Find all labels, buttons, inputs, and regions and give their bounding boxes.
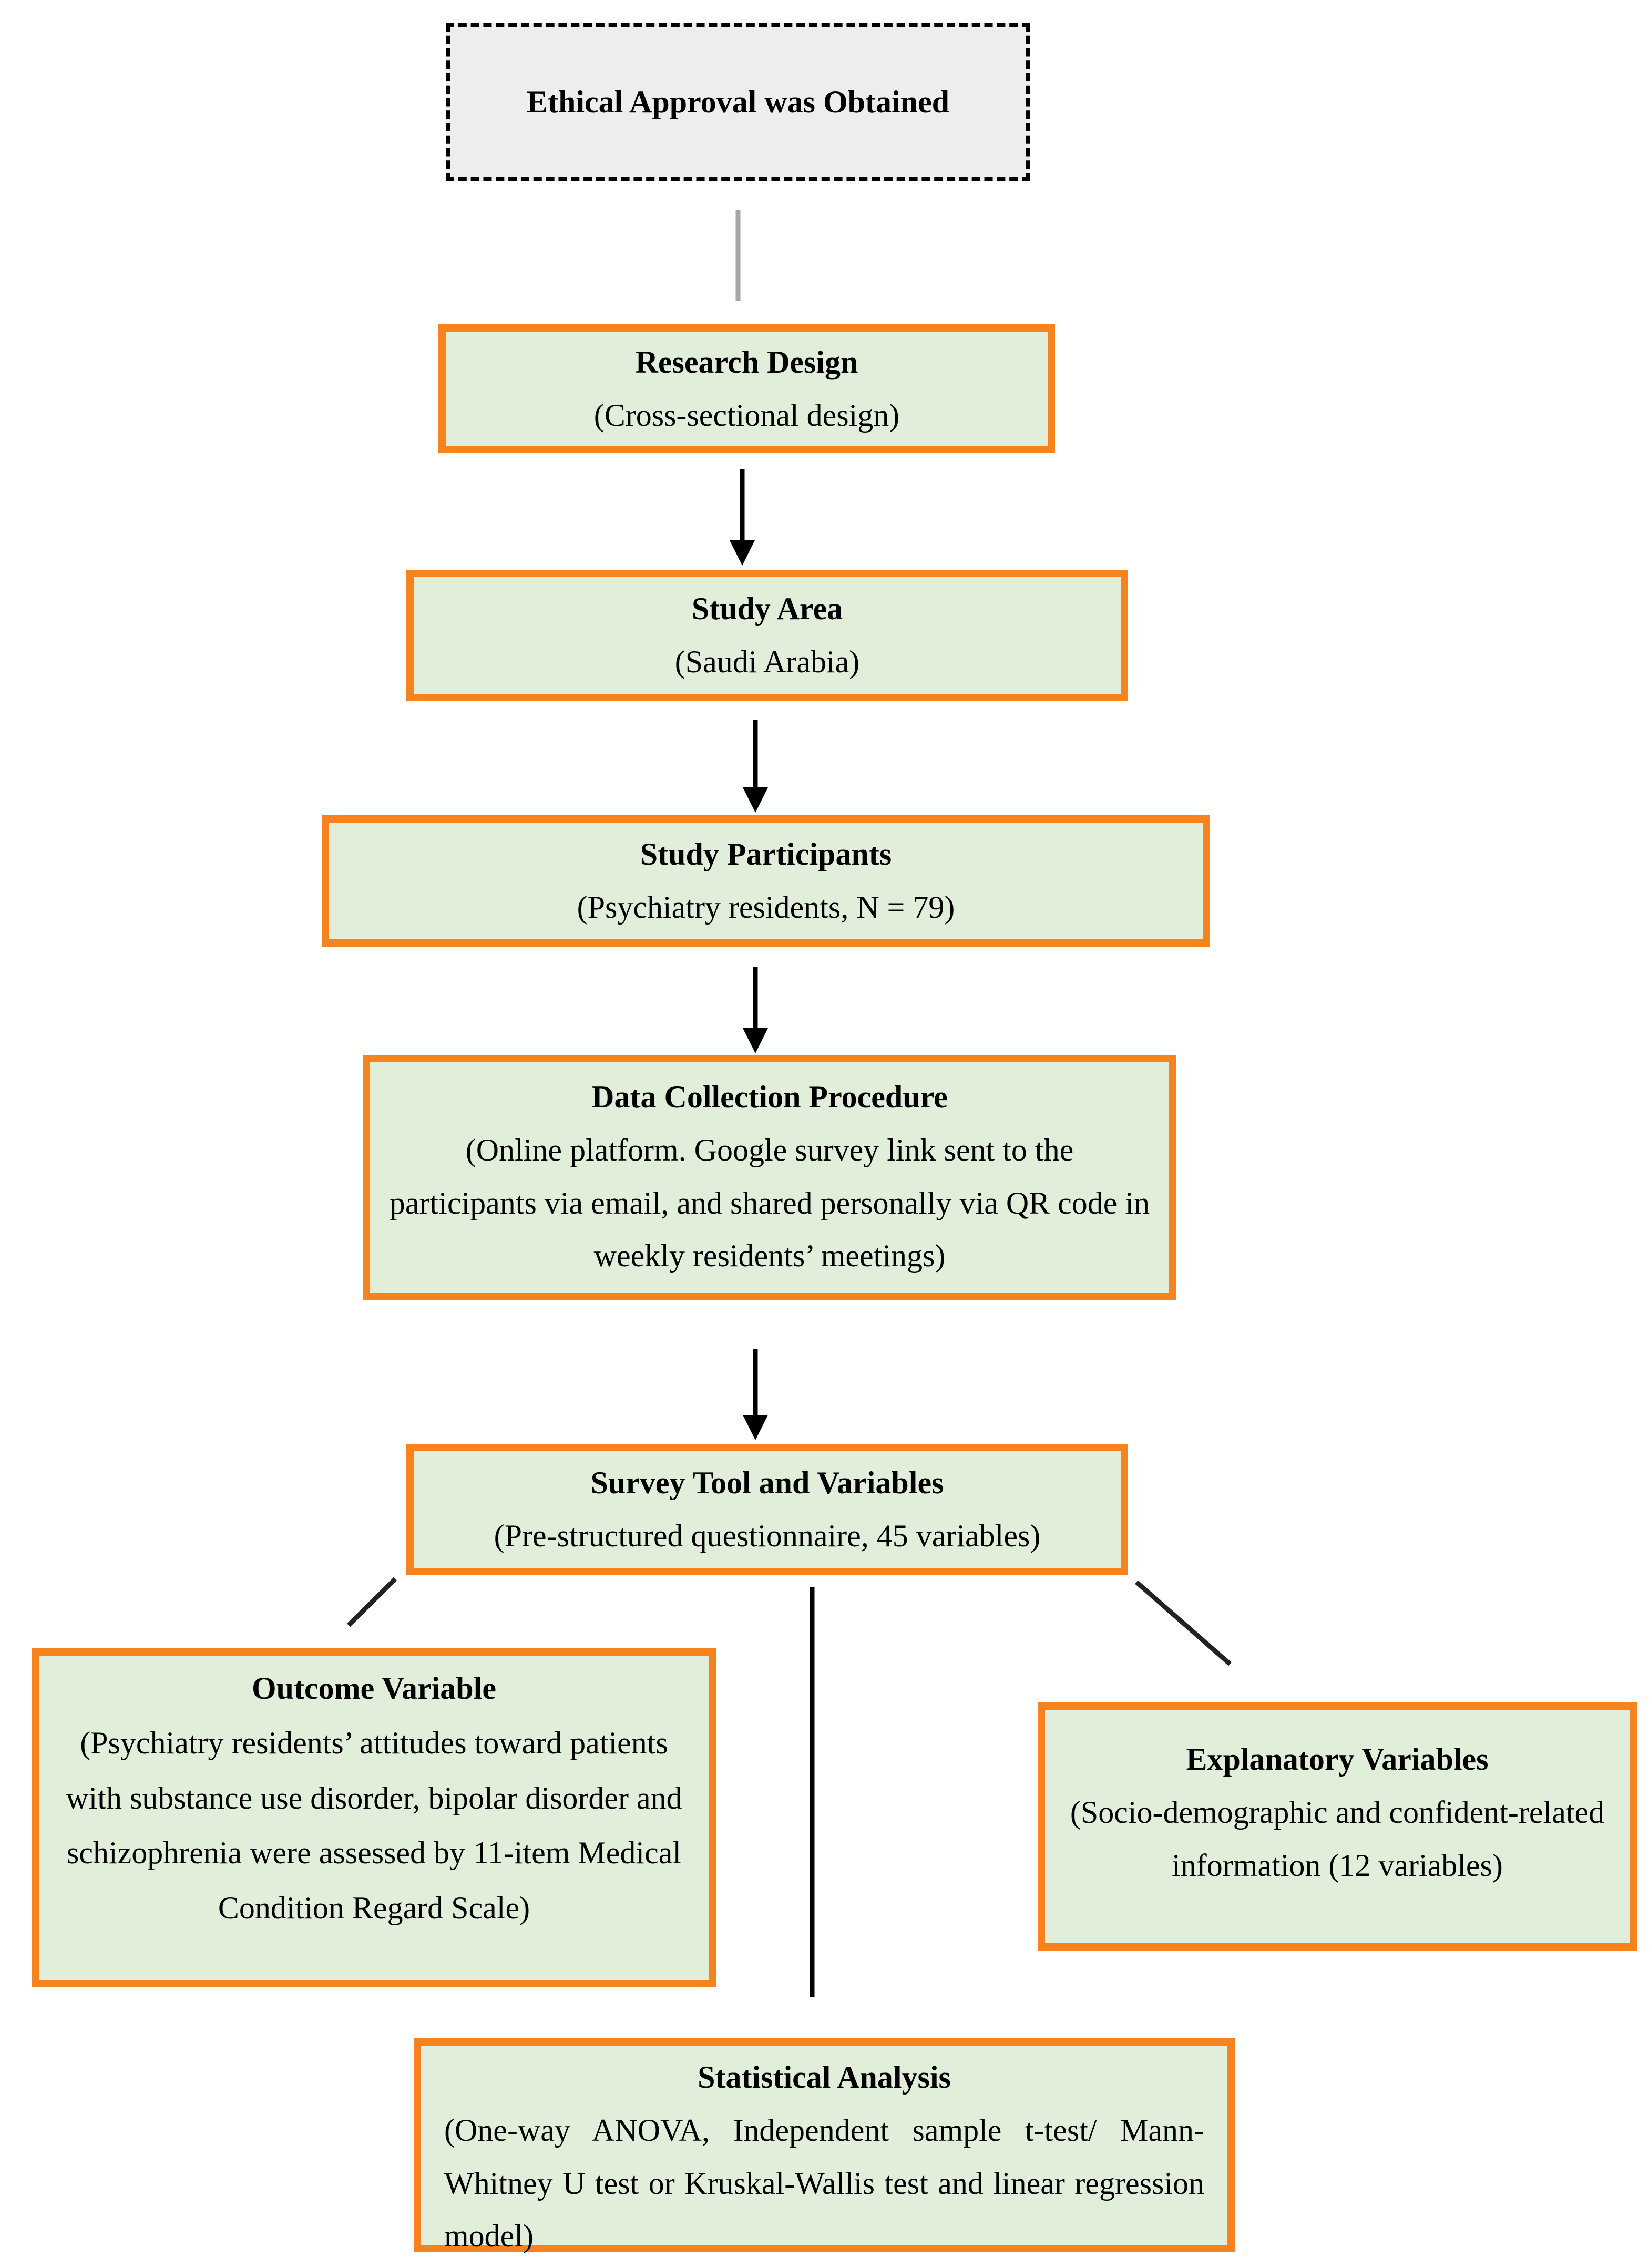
node-title: Outcome Variable	[252, 1671, 496, 1706]
node-subtitle: (Psychiatry residents, N = 79)	[577, 890, 955, 925]
node-subtitle: (Online platform. Google survey link sen…	[389, 1132, 1150, 1274]
arrow-data-to-survey-head	[743, 1415, 768, 1440]
node-outcome-variable: Outcome Variable (Psychiatry residents’ …	[32, 1648, 716, 1987]
node-study-participants: Study Participants (Psychiatry residents…	[322, 815, 1210, 947]
node-title: Research Design	[635, 344, 858, 379]
node-statistical-analysis: Statistical Analysis (One-way ANOVA, Ind…	[414, 2038, 1235, 2253]
arrow-participants-to-data-head	[743, 1028, 768, 1053]
node-title: Explanatory Variables	[1186, 1742, 1489, 1777]
node-title: Study Participants	[640, 837, 892, 872]
node-title: Survey Tool and Variables	[590, 1465, 944, 1501]
node-subtitle: (Pre-structured questionnaire, 45 variab…	[494, 1518, 1041, 1553]
node-title: Data Collection Procedure	[591, 1080, 948, 1114]
connector-survey-to-outcome	[346, 1577, 397, 1627]
node-research-design: Research Design (Cross-sectional design)	[438, 324, 1055, 453]
node-ethical-approval: Ethical Approval was Obtained	[446, 23, 1030, 181]
arrow-area-to-participants-head	[743, 787, 768, 813]
node-survey-tool-variables: Survey Tool and Variables (Pre-structure…	[406, 1444, 1128, 1575]
node-title: Statistical Analysis	[698, 2060, 951, 2095]
arrow-research-to-area-head	[730, 540, 755, 566]
node-subtitle: (Cross-sectional design)	[593, 397, 900, 433]
node-explanatory-variables: Explanatory Variables (Socio-demographic…	[1038, 1702, 1637, 1951]
node-title: Study Area	[691, 591, 843, 627]
node-subtitle: (Psychiatry residents’ attitudes toward …	[66, 1726, 682, 1925]
node-study-area: Study Area (Saudi Arabia)	[406, 570, 1128, 701]
node-subtitle: (Saudi Arabia)	[674, 644, 860, 679]
node-data-collection-procedure: Data Collection Procedure (Online platfo…	[363, 1055, 1176, 1300]
connector-survey-to-explanatory	[1135, 1580, 1232, 1666]
node-subtitle: (One-way ANOVA, Independent sample t-tes…	[444, 2112, 1204, 2254]
node-title: Ethical Approval was Obtained	[526, 85, 950, 120]
node-subtitle: (Socio-demographic and confident-related…	[1070, 1794, 1605, 1883]
